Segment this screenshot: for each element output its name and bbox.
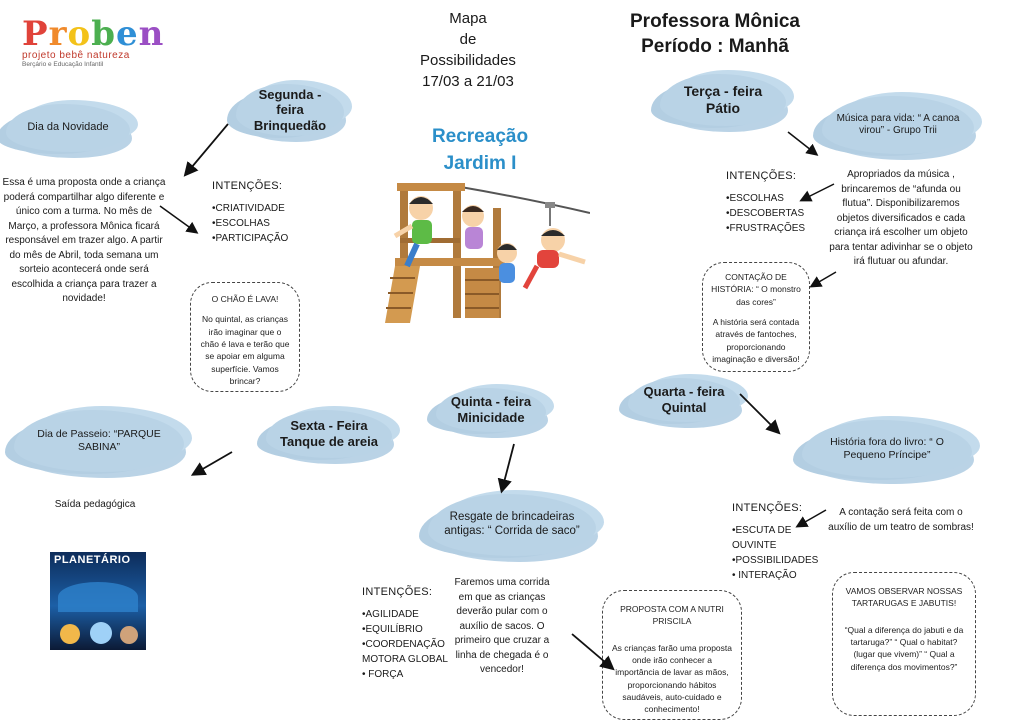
tuesday-extra-box: CONTAÇÃO DE HISTÓRIA: “ O monstro das co… <box>702 262 810 372</box>
playground-illustration <box>385 183 590 323</box>
logo: Proben projeto bebê natureza Berçário e … <box>22 14 172 68</box>
tuesday-intentions: INTENÇÕES: •ESCOLHAS •DESCOBERTAS •FRUST… <box>726 170 806 234</box>
period: Período : Manhã <box>641 35 789 57</box>
planetarium-photo: PLANETÁRIO <box>50 552 146 650</box>
logo-word: Proben <box>22 14 165 54</box>
planetarium-caption: PLANETÁRIO <box>54 554 131 566</box>
monday-intentions: INTENÇÕES: •CRIATIVIDADE •ESCOLHAS •PART… <box>212 180 289 244</box>
thursday-extra-box: PROPOSTA COM A NUTRI PRISCILA As criança… <box>602 590 742 720</box>
thursday-activity-cloud: Resgate de brincadeiras antigas: “ Corri… <box>428 494 596 556</box>
thursday-description: Faremos uma corrida em que as crianças d… <box>454 577 550 675</box>
logo-tagline: projeto bebê natureza <box>22 50 130 61</box>
thursday-intentions: INTENÇÕES: •AGILIDADE •EQUILÍBRIO •COORD… <box>362 586 448 680</box>
wednesday-extra-box: VAMOS OBSERVAR NOSSAS TARTARUGAS E JABUT… <box>832 572 976 716</box>
wednesday-activity-cloud: História fora do livro: “ O Pequeno Prín… <box>802 420 972 478</box>
tuesday-activity-cloud: Música para vida: “ A canoa virou” - Gru… <box>822 96 974 154</box>
date-range: 17/03 a 21/03 <box>422 73 514 90</box>
group-title: Recreação Jardim I <box>431 126 529 174</box>
friday-activity-cloud: Dia de Passeio: “PARQUE SABINA” <box>14 410 184 472</box>
monday-extra-box: O CHÃO É LAVA! No quintal, as crianças i… <box>190 282 300 392</box>
monday-description: Essa é uma proposta onde a criança poder… <box>2 177 166 304</box>
monday-activity-cloud: Dia da Novidade <box>6 104 130 152</box>
wednesday-intentions: INTENÇÕES: •ESCUTA DE OUVINTE •POSSIBILI… <box>732 502 819 581</box>
logo-subtagline: Berçário e Educação Infantil <box>22 61 104 68</box>
map-title: Mapa de Possibilidades 17/03 a 21/03 <box>398 8 538 92</box>
teacher-name: Professora Mônica <box>630 11 800 32</box>
friday-note: Saída pedagógica <box>54 499 136 510</box>
tuesday-description: Apropriados da música , brincaremos de “… <box>829 169 973 267</box>
wednesday-description: A contação será feita com o auxílio de u… <box>828 507 974 533</box>
teacher-info: Professora Mônica Período : Manhã <box>610 10 820 59</box>
